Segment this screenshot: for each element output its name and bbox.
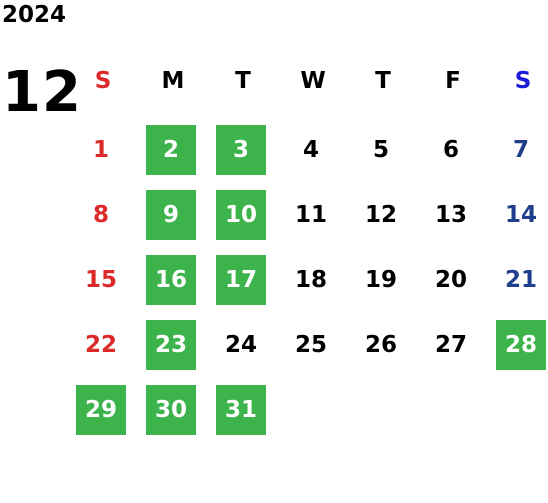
day-cell-12[interactable]: 12 (364, 202, 397, 228)
day-cell-19[interactable]: 19 (364, 267, 397, 293)
day-cell-18[interactable]: 18 (294, 267, 327, 293)
weekday-mon: M (161, 68, 185, 94)
day-cell-20[interactable]: 20 (434, 267, 467, 293)
month-number: 12 (2, 60, 82, 125)
day-cell-15[interactable]: 15 (84, 267, 117, 293)
day-cell-24[interactable]: 24 (224, 332, 257, 358)
day-cell-29[interactable]: 29 (76, 385, 126, 435)
day-cell-26[interactable]: 26 (364, 332, 397, 358)
weekday-sun: S (94, 68, 112, 94)
day-cell-25[interactable]: 25 (294, 332, 327, 358)
day-cell-3[interactable]: 3 (216, 125, 266, 175)
day-cell-9[interactable]: 9 (146, 190, 196, 240)
day-cell-23[interactable]: 23 (146, 320, 196, 370)
day-cell-21[interactable]: 21 (504, 267, 537, 293)
day-cell-13[interactable]: 13 (434, 202, 467, 228)
day-cell-6[interactable]: 6 (442, 137, 459, 163)
weekday-wed: W (300, 68, 326, 94)
day-cell-10[interactable]: 10 (216, 190, 266, 240)
weekday-tue: T (235, 68, 251, 94)
day-cell-31[interactable]: 31 (216, 385, 266, 435)
day-cell-14[interactable]: 14 (504, 202, 537, 228)
day-cell-1[interactable]: 1 (92, 137, 109, 163)
day-cell-17[interactable]: 17 (216, 255, 266, 305)
day-cell-22[interactable]: 22 (84, 332, 117, 358)
day-cell-28[interactable]: 28 (496, 320, 546, 370)
day-cell-7[interactable]: 7 (512, 137, 529, 163)
year-label: 2024 (2, 2, 67, 28)
day-cell-2[interactable]: 2 (146, 125, 196, 175)
day-cell-11[interactable]: 11 (294, 202, 327, 228)
weekday-fri: F (445, 68, 461, 94)
day-cell-5[interactable]: 5 (372, 137, 389, 163)
day-cell-4[interactable]: 4 (302, 137, 319, 163)
weekday-thu: T (375, 68, 391, 94)
day-cell-27[interactable]: 27 (434, 332, 467, 358)
day-cell-8[interactable]: 8 (92, 202, 109, 228)
day-cell-30[interactable]: 30 (146, 385, 196, 435)
weekday-sat: S (514, 68, 532, 94)
day-cell-16[interactable]: 16 (146, 255, 196, 305)
